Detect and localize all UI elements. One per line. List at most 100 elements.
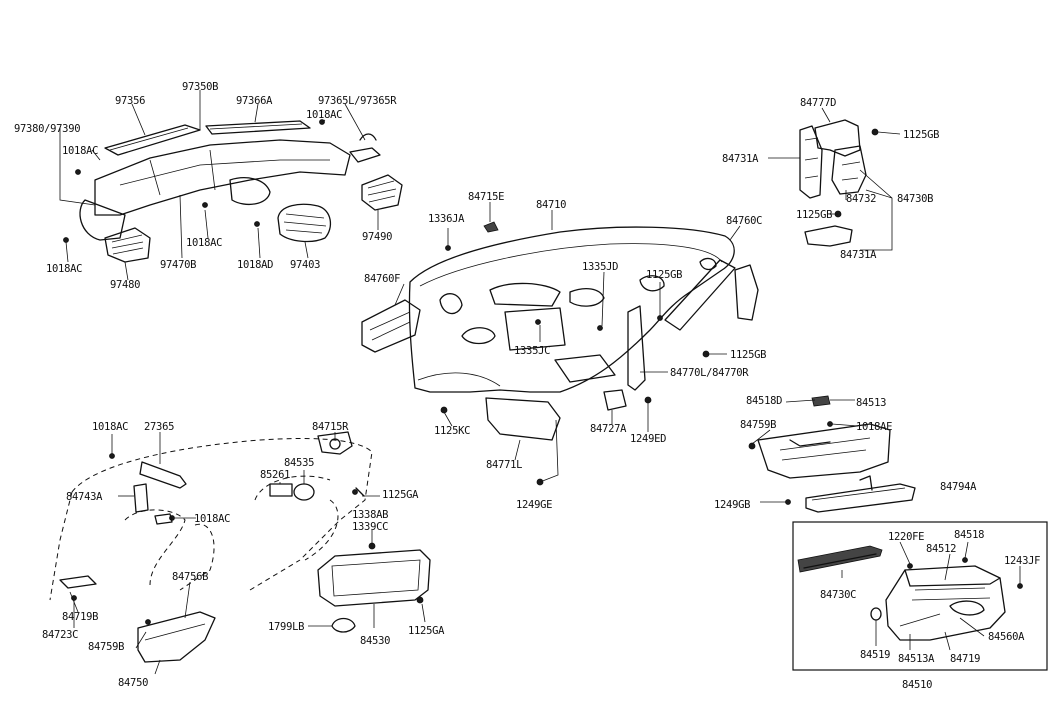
bracket-84719B xyxy=(59,575,97,589)
label-84750: 84750 xyxy=(118,677,148,689)
label-84760C: 84760C xyxy=(726,215,762,227)
label-97380: 97380/97390 xyxy=(14,123,80,135)
label-84518: 84518 xyxy=(954,529,984,541)
label-84730C: 84730C xyxy=(820,589,856,601)
label-84756B: 84756B xyxy=(172,571,208,583)
label-84760F: 84760F xyxy=(364,273,400,285)
label-84771L: 84771L xyxy=(486,459,522,471)
label-97490: 97490 xyxy=(362,231,392,243)
label-84727A: 84727A xyxy=(590,423,627,435)
label-1125GB-b: 1125GB xyxy=(796,209,832,221)
glove-box-housing-84518D xyxy=(757,423,891,479)
label-84731A-a: 84731A xyxy=(722,153,759,165)
label-97350B: 97350B xyxy=(182,81,218,93)
label-84518D: 84518D xyxy=(746,395,782,407)
label-84535: 84535 xyxy=(284,457,314,469)
label-84759B-b: 84759B xyxy=(88,641,124,653)
label-97356: 97356 xyxy=(115,95,145,107)
label-1018AC-e: 1018AC xyxy=(92,421,128,433)
label-1125GA-b: 1125GA xyxy=(408,625,445,637)
label-84530: 84530 xyxy=(360,635,390,647)
label-84794A: 84794A xyxy=(940,481,977,493)
label-84710: 84710 xyxy=(536,199,566,211)
label-85261: 85261 xyxy=(260,469,290,481)
label-1338AB: 1338AB xyxy=(352,509,388,521)
bracket-84732 xyxy=(831,145,867,195)
center-vent-97403 xyxy=(277,203,332,243)
label-84731A-b: 84731A xyxy=(840,249,877,261)
label-97403: 97403 xyxy=(290,259,320,271)
label-1125GB-d: 1125GB xyxy=(730,349,766,361)
tray-84530 xyxy=(317,549,431,607)
label-1799LB: 1799LB xyxy=(268,621,304,633)
knee-bolster-84750 xyxy=(137,611,216,663)
label-84510: 84510 xyxy=(902,679,932,691)
label-84770: 84770L/84770R xyxy=(670,367,749,379)
label-1335JD: 1335JD xyxy=(582,261,618,273)
plug-84535 xyxy=(293,483,315,501)
label-1018AC-c: 1018AC xyxy=(186,237,222,249)
crash-pad-main-group xyxy=(361,202,759,486)
label-84560A: 84560A xyxy=(988,631,1025,643)
label-84730B: 84730B xyxy=(897,193,933,205)
lower-panel-outline xyxy=(49,438,373,601)
clip-1799LB xyxy=(331,617,356,633)
label-97366A: 97366A xyxy=(236,95,273,107)
glove-box-housing-group xyxy=(748,395,916,513)
bracket-84777D xyxy=(814,119,861,157)
label-27365: 27365 xyxy=(144,421,174,433)
label-1018AD: 1018AD xyxy=(237,259,273,271)
bracket-27365 xyxy=(139,461,187,489)
label-1335JC: 1335JC xyxy=(514,345,550,357)
label-1220FE: 1220FE xyxy=(888,531,924,543)
label-1243JF: 1243JF xyxy=(1004,555,1040,567)
bracket-84731A-lower xyxy=(804,225,853,247)
label-1018AC-a: 1018AC xyxy=(62,145,98,157)
lower-cover-84771L xyxy=(485,397,561,441)
label-84732: 84732 xyxy=(846,193,876,205)
label-1018AE: 1018AE xyxy=(856,421,892,433)
label-84512: 84512 xyxy=(926,543,956,555)
label-84719B: 84719B xyxy=(62,611,98,623)
side-vent-97480 xyxy=(104,227,151,263)
bumper-84519 xyxy=(870,607,882,621)
clip-84727A xyxy=(603,389,627,411)
glove-box-assembly-frame xyxy=(792,521,1048,671)
trim-84760C-strip xyxy=(664,259,736,331)
label-97470B: 97470B xyxy=(160,259,196,271)
label-84743A: 84743A xyxy=(66,491,103,503)
label-1249GE: 1249GE xyxy=(516,499,552,511)
lower-panel-group xyxy=(49,432,373,675)
bracket-group-top-right xyxy=(768,107,901,251)
label-84759B-a: 84759B xyxy=(740,419,776,431)
bracket-84731A-upper xyxy=(799,125,823,199)
label-1249GB: 1249GB xyxy=(714,499,750,511)
trim-84730C xyxy=(797,545,883,573)
bracket-84760F xyxy=(361,299,421,353)
defroster-duct-97350B xyxy=(94,139,351,216)
support-84770 xyxy=(627,305,646,391)
glove-box-assembly-group xyxy=(797,541,1023,651)
side-panel-84760C xyxy=(734,264,759,321)
label-1336JA: 1336JA xyxy=(428,213,465,225)
bracket-84743A xyxy=(133,483,149,513)
label-1125GA-a: 1125GA xyxy=(382,489,419,501)
defroster-duct-group xyxy=(59,90,403,281)
label-1249ED: 1249ED xyxy=(630,433,666,445)
bezel-84715R xyxy=(317,431,353,455)
label-97480: 97480 xyxy=(110,279,140,291)
bracket-84513 xyxy=(811,395,831,407)
cover-85261 xyxy=(269,483,293,497)
label-1125KC: 1125KC xyxy=(434,425,470,437)
label-84513: 84513 xyxy=(856,397,886,409)
label-97365: 97365L/97365R xyxy=(318,95,397,107)
label-1125GB-c: 1125GB xyxy=(646,269,682,281)
side-vent-97490 xyxy=(361,174,403,211)
label-84513A: 84513A xyxy=(898,653,935,665)
label-84719: 84719 xyxy=(950,653,980,665)
label-1125GB-a: 1125GB xyxy=(903,129,939,141)
label-1018AC-d: 1018AC xyxy=(46,263,82,275)
label-84715E: 84715E xyxy=(468,191,504,203)
